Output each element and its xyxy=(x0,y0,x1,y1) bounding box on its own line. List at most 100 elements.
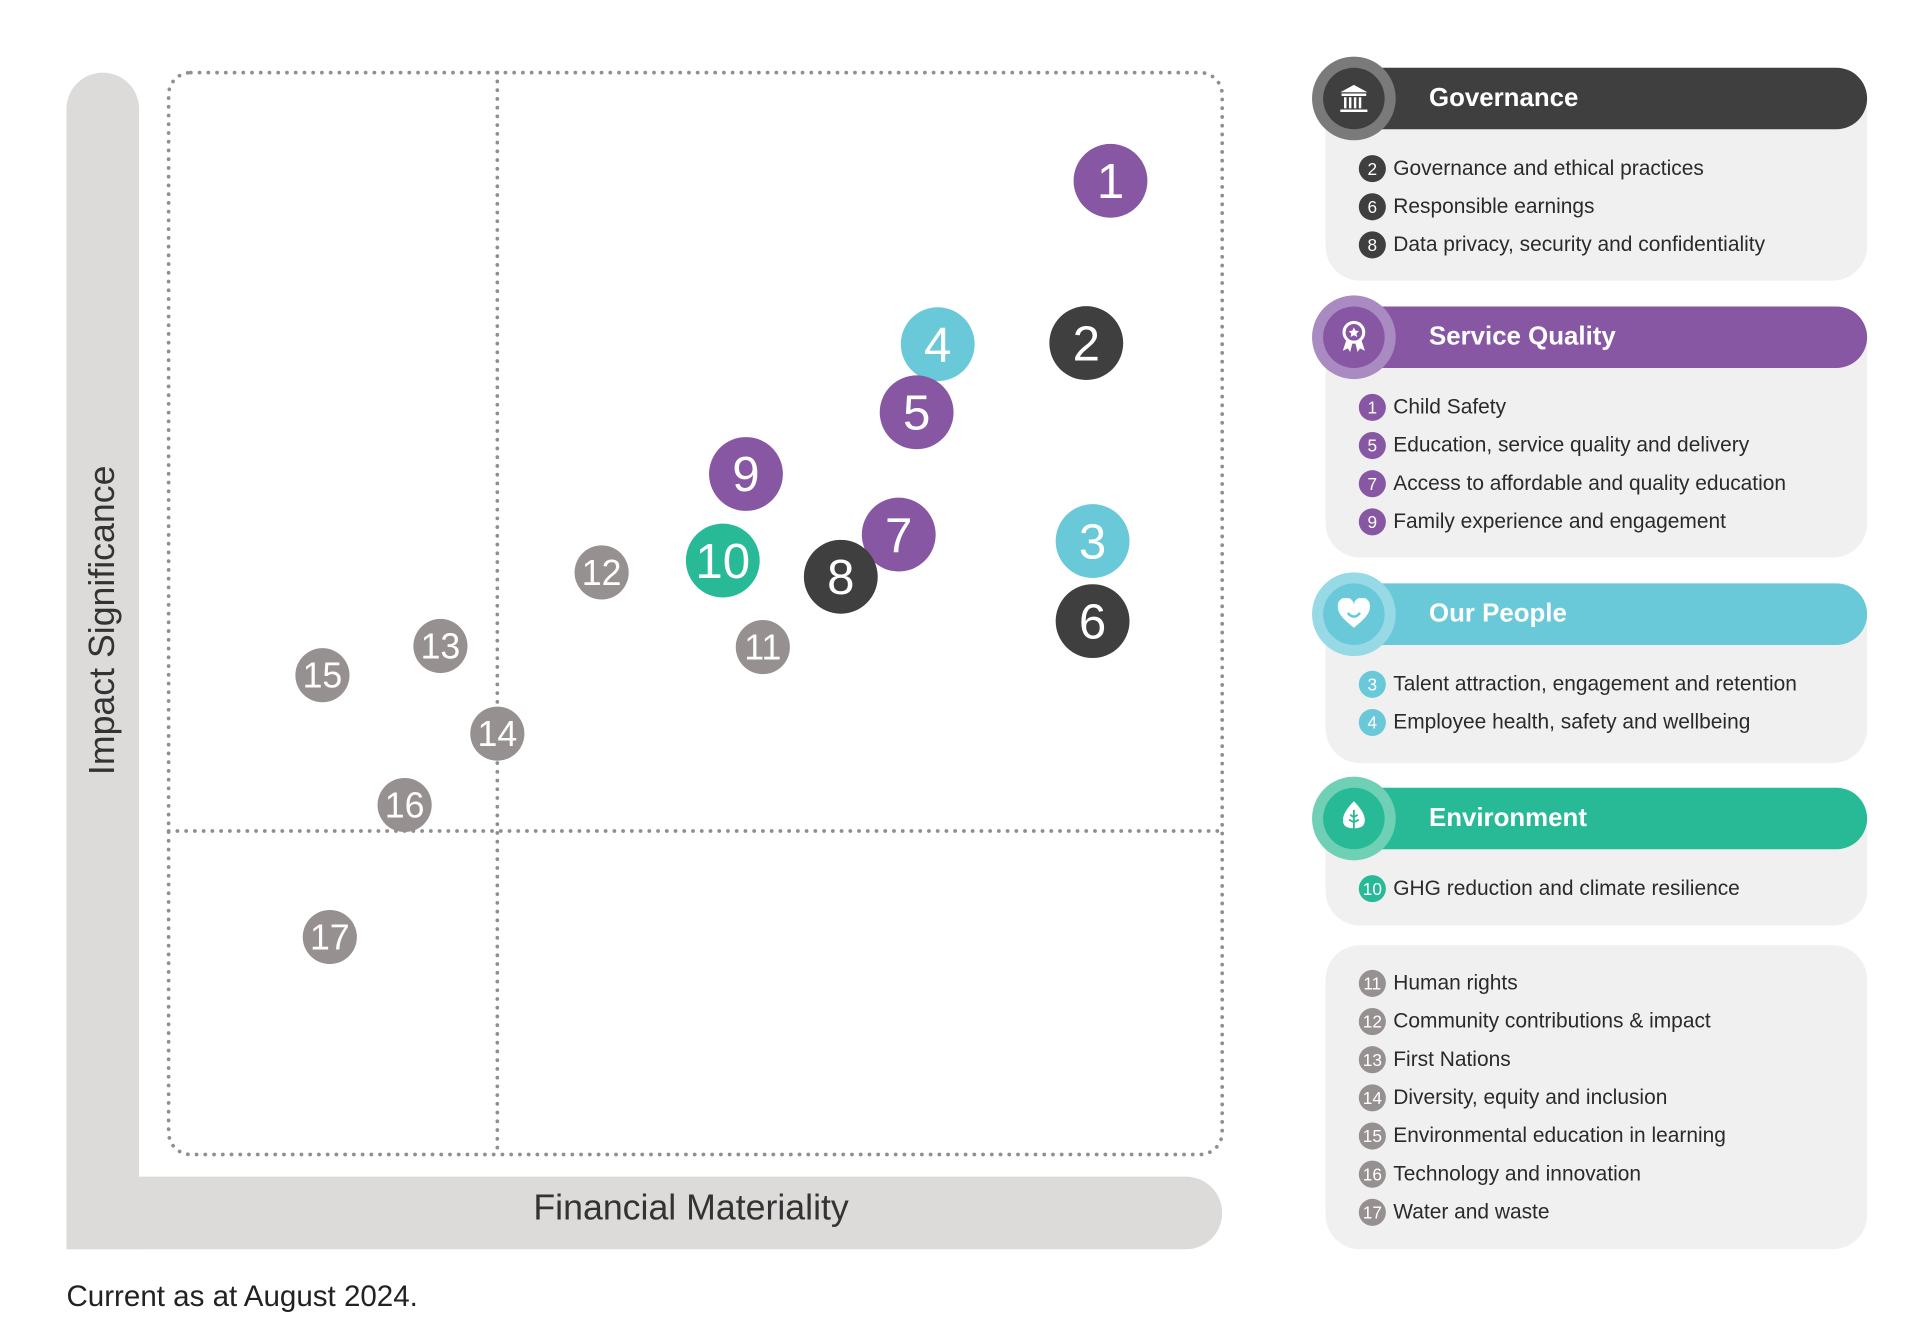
legend-number-badge: 10 xyxy=(1358,874,1386,902)
point-label-7: 7 xyxy=(885,508,912,563)
point-label-5: 5 xyxy=(903,386,930,441)
legend-item: 5 Education, service quality and delivery xyxy=(1358,426,1786,464)
point-label-3: 3 xyxy=(1079,514,1106,569)
point-1 xyxy=(1073,143,1148,218)
point-label-1: 1 xyxy=(1097,154,1124,209)
legend-number-badge: 14 xyxy=(1358,1083,1386,1111)
point-4 xyxy=(900,307,975,382)
award-icon xyxy=(1323,306,1385,369)
governance-icon-ring xyxy=(1312,56,1396,141)
service-icon-ring xyxy=(1312,295,1396,380)
point-label-4: 4 xyxy=(924,317,951,372)
legend-number-badge: 6 xyxy=(1358,192,1386,220)
point-label-13: 13 xyxy=(421,626,461,666)
point-16 xyxy=(377,777,432,833)
footer-note: Current as at August 2024. xyxy=(66,1280,418,1314)
point-15 xyxy=(295,648,350,703)
bank-icon xyxy=(1323,67,1385,130)
point-label-17: 17 xyxy=(310,917,350,957)
plot-border xyxy=(166,70,1225,1157)
legend-item: 9 Family experience and engagement xyxy=(1358,502,1786,540)
other-item-list: 11 Human rights 12 Community contributions … xyxy=(1358,964,1726,1231)
service-item-list: 1 Child Safety 5 Education, service quality… xyxy=(1358,388,1787,541)
legend-item: 1 Child Safety xyxy=(1358,388,1786,426)
legend-number-badge: 15 xyxy=(1358,1121,1386,1149)
legend-number-badge: 13 xyxy=(1358,1045,1386,1073)
legend-item: 17 Water and waste xyxy=(1358,1193,1726,1231)
point-2 xyxy=(1049,306,1124,381)
leaf-icon xyxy=(1323,787,1385,850)
point-3 xyxy=(1055,504,1130,578)
point-label-8: 8 xyxy=(827,550,854,605)
environment-item-list: 10 GHG reduction and climate resilience xyxy=(1358,869,1740,907)
environment-header: Environment xyxy=(1312,776,1868,861)
legend-number-badge: 16 xyxy=(1358,1160,1386,1188)
point-label-16: 16 xyxy=(385,785,425,825)
legend-item: 12 Community contributions & impact xyxy=(1358,1002,1726,1040)
legend-item: 4 Employee health, safety and wellbeing xyxy=(1358,703,1797,741)
people-title: Our People xyxy=(1428,599,1567,628)
legend-item-label: Child Safety xyxy=(1393,394,1507,418)
point-label-15: 15 xyxy=(303,656,343,696)
legend-item-label: Employee health, safety and wellbeing xyxy=(1393,709,1751,733)
legend-item-label: Education, service quality and delivery xyxy=(1393,432,1750,457)
legend-item-label: Human rights xyxy=(1393,970,1518,994)
legend-number-badge: 2 xyxy=(1358,154,1386,182)
point-label-14: 14 xyxy=(477,714,517,754)
legend-item-label: Access to affordable and quality educati… xyxy=(1393,470,1787,495)
point-label-9: 9 xyxy=(732,447,759,502)
point-13 xyxy=(413,618,468,674)
legend-number-badge: 11 xyxy=(1358,969,1386,997)
other-topics-panel xyxy=(1325,945,1868,1250)
service-header: Service Quality xyxy=(1312,295,1868,380)
legend-item-label: Technology and innovation xyxy=(1393,1161,1642,1185)
legend-number-badge: 12 xyxy=(1358,1007,1386,1035)
people-header: Our People xyxy=(1312,572,1868,657)
point-label-6: 6 xyxy=(1079,594,1106,649)
legend-item-label: GHG reduction and climate resilience xyxy=(1393,875,1740,900)
legend-item: 7 Access to affordable and quality educat… xyxy=(1358,464,1787,502)
legend-item-label: Water and waste xyxy=(1393,1199,1550,1223)
point-label-11: 11 xyxy=(744,627,781,667)
legend-number-badge: 17 xyxy=(1358,1198,1386,1226)
legend-number-badge: 8 xyxy=(1358,230,1386,258)
governance-title: Governance xyxy=(1428,83,1579,113)
legend-number-badge: 9 xyxy=(1358,507,1386,535)
legend-item: 2 Governance and ethical practices xyxy=(1358,149,1765,187)
legend-number-badge: 5 xyxy=(1358,431,1386,459)
legend-item-label: Responsible earnings xyxy=(1393,193,1595,218)
point-12 xyxy=(574,545,629,600)
legend-number-badge: 7 xyxy=(1358,469,1386,497)
service-title: Service Quality xyxy=(1428,322,1616,351)
point-7 xyxy=(861,497,936,572)
point-14 xyxy=(470,706,525,761)
point-5 xyxy=(879,375,954,450)
heart-icon xyxy=(1323,583,1385,645)
point-11 xyxy=(735,620,790,675)
point-6 xyxy=(1055,584,1130,659)
x-axis-label: Financial Materiality xyxy=(533,1188,849,1229)
legend-number-badge: 1 xyxy=(1358,393,1386,421)
point-label-12: 12 xyxy=(582,553,622,593)
governance-item-list: 2 Governance and ethical practices 6 Respon… xyxy=(1358,149,1765,263)
legend-item: 6 Responsible earnings xyxy=(1358,187,1765,225)
legend-number-badge: 4 xyxy=(1358,708,1386,736)
environment-icon-ring xyxy=(1312,776,1396,861)
legend-item-label: Governance and ethical practices xyxy=(1393,155,1704,180)
point-label-2: 2 xyxy=(1073,316,1100,371)
legend-item-label: Community contributions & impact xyxy=(1393,1008,1711,1033)
legend-item-label: Family experience and engagement xyxy=(1393,508,1726,533)
y-axis-bar xyxy=(66,72,140,1250)
point-10 xyxy=(685,523,760,598)
legend-item: 16 Technology and innovation xyxy=(1358,1154,1726,1192)
legend-item: 10 GHG reduction and climate resilience xyxy=(1358,869,1740,907)
legend-number-badge: 3 xyxy=(1358,670,1386,698)
